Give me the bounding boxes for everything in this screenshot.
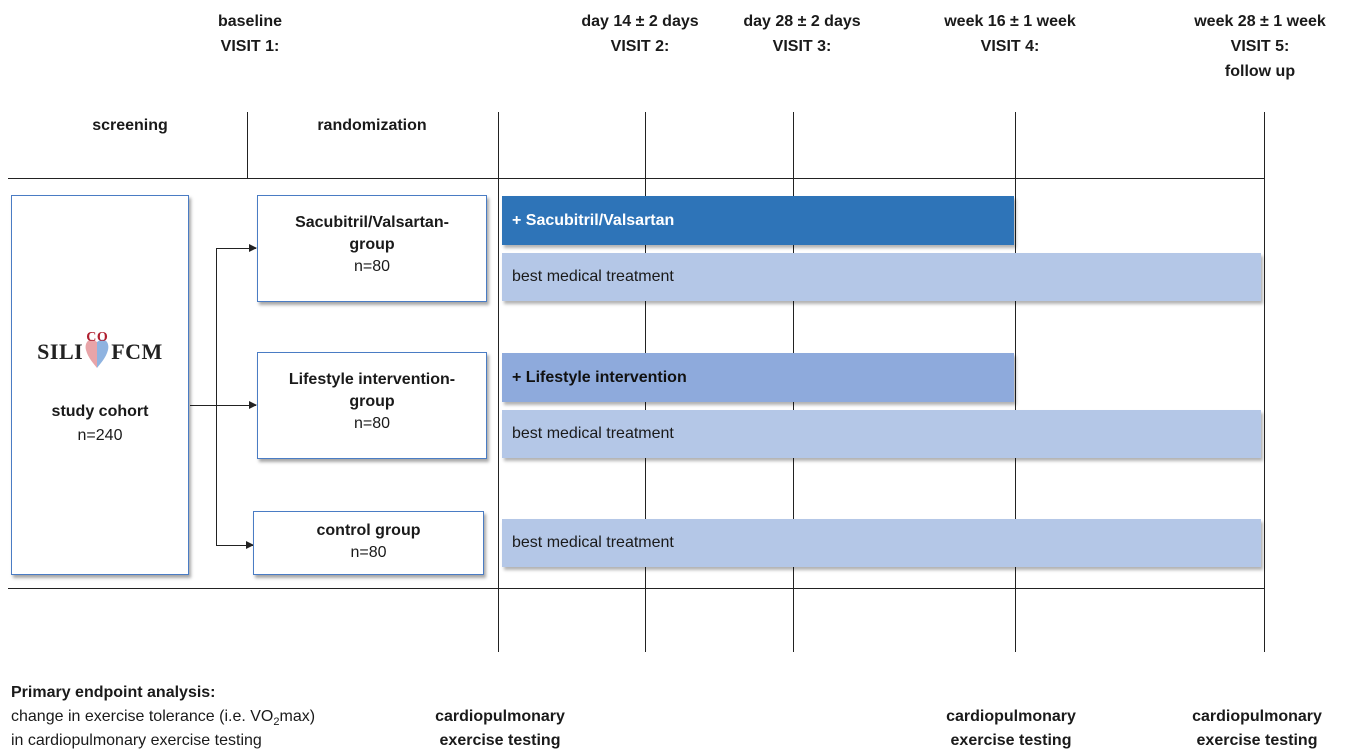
sacubitril-group-title-2: group: [349, 236, 395, 253]
cpet-visit-4: cardiopulmonary exercise testing: [911, 705, 1111, 753]
visit-4-timing: week 16 ± 1 week: [944, 13, 1076, 30]
visit-1-timing: baseline: [217, 13, 283, 30]
silicofcm-logo: SILI CO FCM: [12, 330, 188, 370]
visit-1-label: VISIT 1:: [220, 38, 280, 55]
sacubitril-bmt-label: best medical treatment: [512, 268, 674, 285]
primary-endpoint-line-1: change in exercise tolerance (i.e. VO2ma…: [11, 705, 315, 734]
visit-1-header: baseline VISIT 1:: [160, 9, 340, 59]
visit-5-header: week 28 ± 1 week VISIT 5: follow up: [1170, 9, 1350, 84]
cpet-baseline-line-1: cardiopulmonary: [435, 708, 565, 725]
endpoint-line-1-pre: change in exercise tolerance (i.e. VO: [11, 708, 274, 725]
lifestyle-bmt-label: best medical treatment: [512, 425, 674, 442]
visit-5-note: follow up: [1224, 63, 1296, 80]
footer-divider-line: [8, 588, 1264, 589]
visit-3-header: day 28 ± 2 days VISIT 3:: [712, 9, 892, 59]
cpet-visit-5-line-2: exercise testing: [1196, 732, 1318, 749]
visit-2-header: day 14 ± 2 days VISIT 2:: [550, 9, 730, 59]
control-bmt-bar: best medical treatment: [502, 519, 1261, 567]
visit-5-label: VISIT 5:: [1230, 38, 1290, 55]
sacubitril-group-title: Sacubitril/Valsartan-: [295, 214, 449, 231]
visit-3-label: VISIT 3:: [772, 38, 832, 55]
sacubitril-group-count: n=80: [353, 258, 391, 275]
lifestyle-bmt-bar: best medical treatment: [502, 410, 1261, 458]
logo-text-left: SILI: [37, 339, 84, 364]
study-cohort-box: SILI CO FCM study cohort n=240: [11, 195, 189, 575]
arrow-to-sacubitril-group: [216, 244, 257, 252]
sacubitril-group-box: Sacubitril/Valsartan- group n=80: [257, 195, 487, 302]
lifestyle-group-title-2: group: [349, 393, 395, 410]
lifestyle-group-count: n=80: [353, 415, 391, 432]
cpet-baseline-line-2: exercise testing: [439, 732, 561, 749]
visit-3-timing: day 28 ± 2 days: [743, 13, 861, 30]
cpet-visit-4-line-2: exercise testing: [950, 732, 1072, 749]
primary-endpoint-line-2: in cardiopulmonary exercise testing: [11, 732, 262, 749]
endpoint-line-1-sub: 2: [273, 716, 280, 729]
logo-text-right: FCM: [111, 339, 163, 364]
cpet-visit-4-line-1: cardiopulmonary: [946, 708, 1076, 725]
control-group-count: n=80: [350, 544, 387, 561]
primary-endpoint-heading: Primary endpoint analysis:: [11, 684, 216, 701]
cpet-baseline: cardiopulmonary exercise testing: [400, 705, 600, 753]
sacubitril-treatment-label: + Sacubitril/Valsartan: [512, 211, 675, 229]
sacubitril-treatment-bar: + Sacubitril/Valsartan: [502, 196, 1014, 245]
endpoint-line-1-post: max): [279, 708, 316, 725]
cohort-title: study cohort: [51, 403, 149, 420]
header-divider-line: [8, 178, 1264, 179]
baseline-timeline-line: [498, 112, 499, 652]
lifestyle-group-box: Lifestyle intervention- group n=80: [257, 352, 487, 459]
lifestyle-group-title: Lifestyle intervention-: [288, 371, 456, 388]
heart-logo-icon: CO: [84, 330, 110, 370]
screening-column-title: screening: [92, 117, 168, 134]
control-group-title: control group: [316, 522, 421, 539]
visit-4-timeline-line: [1015, 112, 1016, 652]
arrow-to-control-group: [216, 541, 254, 549]
screening-divider-line: [247, 112, 248, 178]
cohort-count: n=240: [77, 427, 123, 444]
visit-5-timing: week 28 ± 1 week: [1194, 13, 1326, 30]
connector-vertical-line: [216, 248, 217, 545]
lifestyle-treatment-bar: + Lifestyle intervention: [502, 353, 1014, 402]
control-group-box: control group n=80: [253, 511, 484, 575]
cpet-visit-5-line-1: cardiopulmonary: [1192, 708, 1322, 725]
visit-4-label: VISIT 4:: [980, 38, 1040, 55]
arrow-to-lifestyle-group: [190, 401, 257, 409]
lifestyle-treatment-label: + Lifestyle intervention: [512, 368, 687, 386]
visit-4-header: week 16 ± 1 week VISIT 4:: [920, 9, 1100, 59]
visit-5-timeline-line: [1264, 112, 1265, 652]
visit-2-label: VISIT 2:: [610, 38, 670, 55]
cpet-visit-5: cardiopulmonary exercise testing: [1162, 705, 1352, 753]
randomization-column-title: randomization: [317, 117, 427, 134]
sacubitril-bmt-bar: best medical treatment: [502, 253, 1261, 301]
control-bmt-label: best medical treatment: [512, 534, 674, 551]
logo-text-mid: CO: [86, 330, 109, 345]
visit-2-timing: day 14 ± 2 days: [581, 13, 699, 30]
